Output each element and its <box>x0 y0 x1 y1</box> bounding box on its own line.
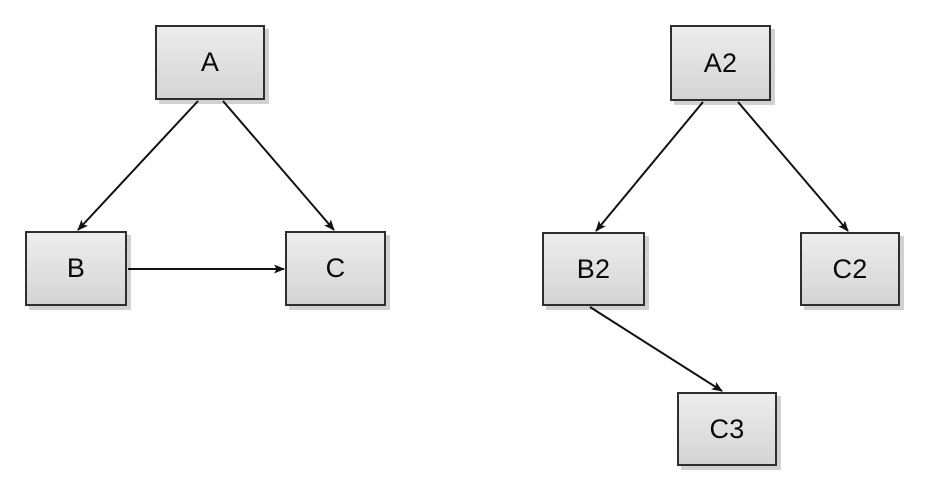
edge-a2-to-b2 <box>595 101 704 232</box>
node-a[interactable]: A <box>155 25 265 100</box>
node-label-a: A <box>200 47 220 77</box>
node-label-b2: B2 <box>576 253 611 284</box>
node-c2[interactable]: C2 <box>800 232 900 306</box>
node-label-c: C <box>325 253 346 283</box>
node-b[interactable]: B <box>25 231 127 306</box>
node-label-c2: C2 <box>832 253 868 284</box>
node-label-a2: A2 <box>703 47 738 78</box>
node-label-b: B <box>66 253 86 283</box>
edge-a-to-c <box>222 100 335 231</box>
edges-group <box>77 100 849 392</box>
node-b2[interactable]: B2 <box>542 232 645 306</box>
node-c3[interactable]: C3 <box>677 392 777 466</box>
edge-b2-to-c3 <box>589 306 723 392</box>
edge-a2-to-c2 <box>737 101 849 232</box>
edge-a-to-b <box>77 100 199 231</box>
node-a2[interactable]: A2 <box>670 25 771 101</box>
node-label-c3: C3 <box>709 413 745 444</box>
node-c[interactable]: C <box>285 231 386 306</box>
